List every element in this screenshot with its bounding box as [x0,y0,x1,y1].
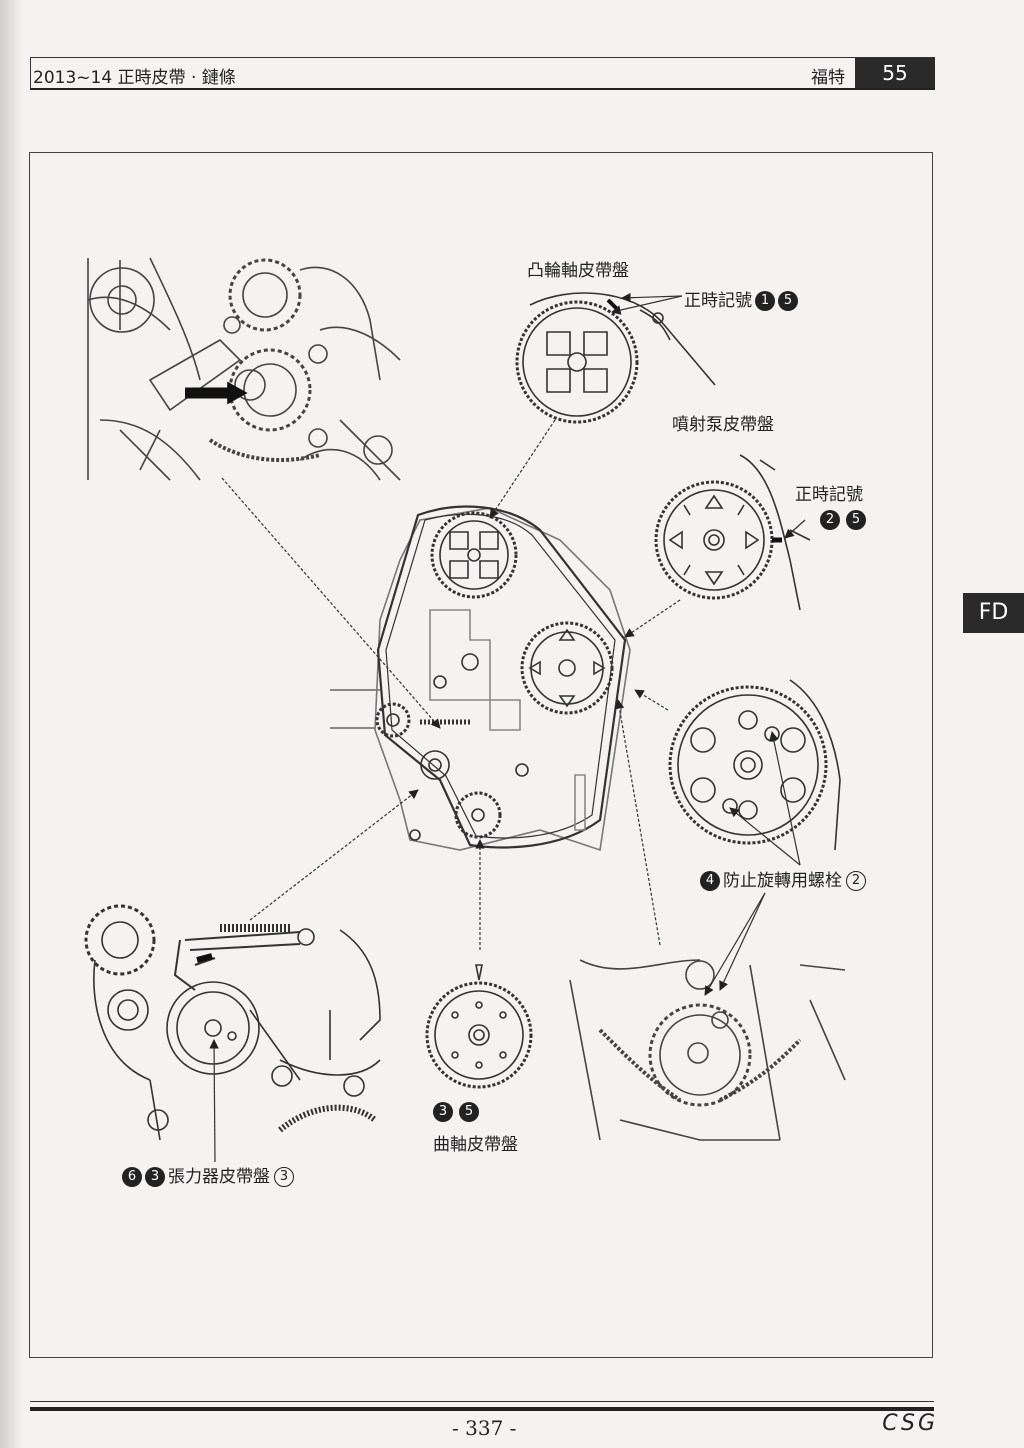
step-badge-5c: 5 [459,1102,479,1122]
footer-rule-thin [30,1401,934,1402]
page-number: - 337 - [452,1416,517,1440]
step-badge-5b: 5 [846,510,866,530]
tensioner-pulley-illustration [84,904,381,1141]
page-header: 2013~14 正時皮帶 · 鏈條 福特 55 [30,57,935,90]
quantity-badge-2: 2 [846,871,866,891]
tensioner-pulley-text: 張力器皮帶盤 [168,1167,270,1187]
scan-edge-shadow [0,0,22,1448]
step-badge-2: 2 [820,510,840,530]
footer-rule-thick [30,1407,934,1411]
engine-front-belt-layout [330,505,631,852]
step-badge-5: 5 [778,291,798,311]
step-badge-1: 1 [755,291,775,311]
crankshaft-pulley-illustration [425,964,533,1089]
footer-brand: CSG [882,1411,938,1436]
camshaft-pulley-illustration [515,292,716,424]
timing-mark-pump-label: 正時記號 [795,485,863,505]
anti-rotation-bolt-illustration [668,679,841,851]
header-title: 2013~14 正時皮帶 · 鏈條 [33,68,236,88]
camshaft-pulley-label: 凸輪軸皮帶盤 [527,261,629,281]
step-badge-4: 4 [700,871,720,891]
crankshaft-bolt-closeup-illustration [569,959,846,1141]
header-brand: 福特 [811,68,845,88]
injection-pump-pulley-illustration [654,454,811,611]
leader-lines [209,292,806,1163]
step-badge-3: 3 [433,1102,453,1122]
section-side-tab: FD [963,593,1024,633]
figure-frame [29,152,933,1358]
step-badge-6: 6 [122,1167,142,1187]
crankshaft-pulley-label: 曲軸皮帶盤 [433,1135,518,1155]
tensioner-closeup-illustration [87,257,401,481]
injection-pump-pulley-label: 噴射泵皮帶盤 [672,415,774,435]
timing-mark-top-text: 正時記號 [684,291,752,311]
anti-rotation-bolt-text: 防止旋轉用螺栓 [723,871,842,891]
quantity-badge-3: 3 [274,1167,294,1187]
step-badge-3b: 3 [145,1167,165,1187]
section-number-badge: 55 [855,58,935,88]
